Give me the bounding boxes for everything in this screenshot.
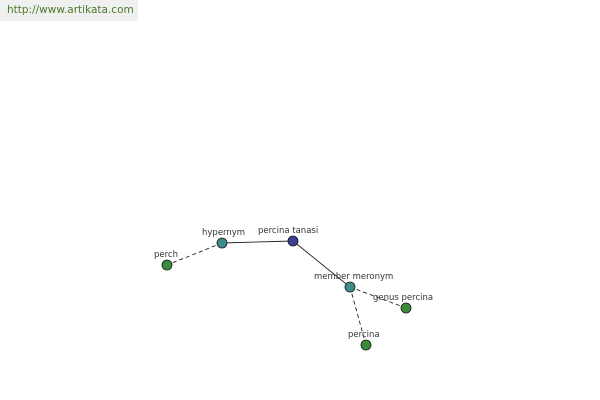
node-hypernym-label[interactable]: hypernym	[202, 228, 245, 238]
graph-nodes: percina tanasi hypernym member meronym p…	[154, 226, 433, 351]
edge-member-meronym-genus-percina	[349, 286, 407, 309]
source-url-text[interactable]: http://www.artikata.com	[7, 4, 134, 16]
node-genus-percina[interactable]: genus percina	[373, 293, 433, 314]
node-percina[interactable]: percina	[348, 330, 380, 351]
edge-percina-tanasi-member-meronym	[292, 240, 351, 288]
node-member-meronym-dot[interactable]	[344, 281, 356, 293]
node-hypernym-dot[interactable]	[216, 237, 228, 249]
node-perch-dot[interactable]	[161, 259, 173, 271]
edge-percina-tanasi-hypernym	[221, 240, 294, 244]
node-member-meronym[interactable]: member meronym	[314, 272, 393, 293]
node-percina-dot[interactable]	[360, 339, 372, 351]
node-percina-tanasi[interactable]: percina tanasi	[258, 226, 318, 247]
node-percina-label[interactable]: percina	[348, 330, 380, 340]
source-url-banner[interactable]: http://www.artikata.com	[0, 0, 138, 21]
edge-hypernym-perch	[166, 242, 223, 266]
edge-member-meronym-percina	[349, 286, 367, 346]
node-perch[interactable]: perch	[154, 250, 178, 271]
node-percina-tanasi-dot[interactable]	[287, 235, 299, 247]
node-percina-tanasi-label[interactable]: percina tanasi	[258, 226, 318, 236]
node-hypernym[interactable]: hypernym	[202, 228, 245, 249]
node-perch-label[interactable]: perch	[154, 250, 178, 260]
graph-edges	[166, 240, 407, 346]
node-member-meronym-label[interactable]: member meronym	[314, 272, 393, 282]
node-genus-percina-dot[interactable]	[400, 302, 412, 314]
node-genus-percina-label[interactable]: genus percina	[373, 293, 433, 303]
